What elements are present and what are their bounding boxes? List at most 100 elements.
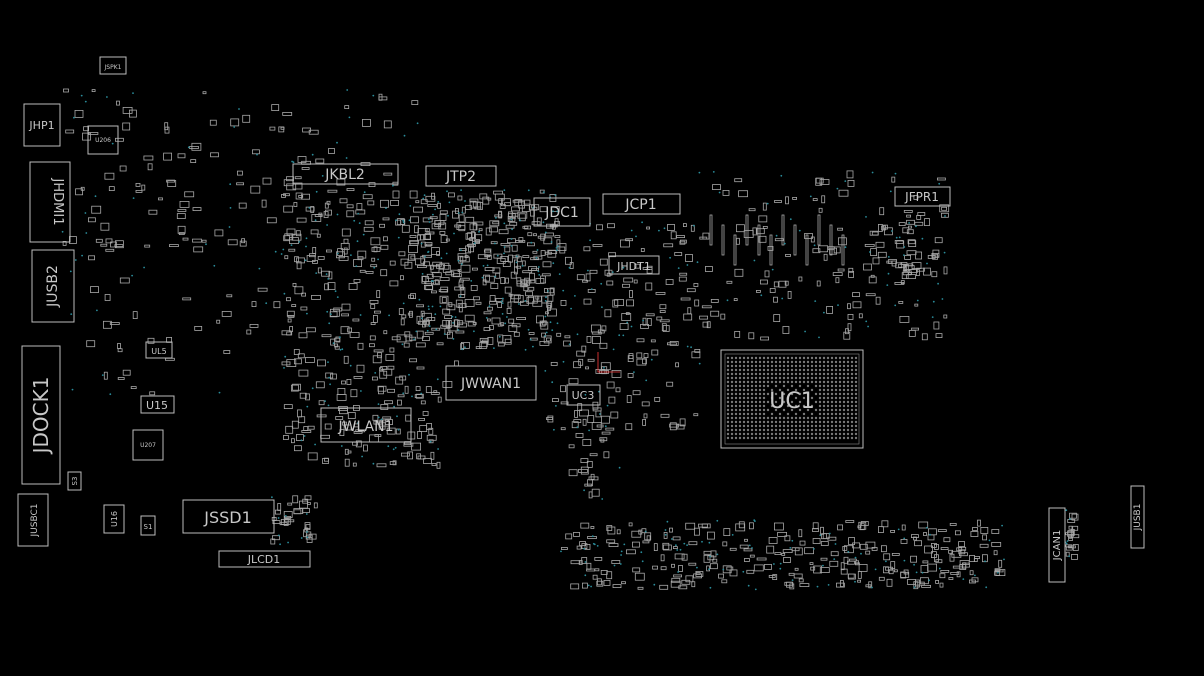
- smd-part: [871, 231, 879, 236]
- connector-jlcd1[interactable]: JLCD1: [218, 550, 311, 568]
- bga-ball: [758, 392, 762, 396]
- smd-part: [948, 577, 954, 580]
- smd-part: [184, 191, 195, 198]
- bga-ball: [754, 368, 758, 372]
- connector-jdc1[interactable]: JDC1: [533, 197, 591, 227]
- smd-part: [570, 583, 580, 590]
- chip-s1[interactable]: S1: [140, 515, 156, 536]
- smd-part: [295, 192, 303, 200]
- smd-part: [471, 267, 478, 271]
- connector-jtp2[interactable]: JTP2: [425, 165, 497, 187]
- chip-u206[interactable]: U206: [87, 125, 119, 155]
- via: [887, 256, 890, 258]
- connector-jdock1[interactable]: JDOCK1: [21, 345, 61, 485]
- via: [486, 264, 489, 267]
- via: [641, 560, 644, 563]
- smd-part: [610, 411, 619, 419]
- via: [373, 266, 376, 269]
- connector-jkbl2[interactable]: JKBL2: [292, 163, 399, 185]
- smd-part: [353, 375, 363, 379]
- smd-part: [660, 554, 665, 562]
- chip-u15[interactable]: U15: [140, 395, 175, 414]
- smd-part: [810, 566, 816, 571]
- smd-part: [595, 410, 602, 418]
- connector-jspk1[interactable]: JSPK1: [99, 56, 127, 75]
- bga-ball: [826, 408, 830, 412]
- smd-part: [663, 243, 674, 248]
- smd-part: [606, 525, 613, 531]
- bga-ball: [746, 400, 750, 404]
- smd-part: [490, 283, 499, 289]
- smd-part: [305, 393, 310, 401]
- smd-part: [192, 238, 202, 243]
- smd-part: [606, 381, 615, 389]
- smd-part: [789, 583, 795, 590]
- bga-ball: [730, 368, 734, 372]
- smd-part: [878, 526, 884, 533]
- smd-part: [103, 320, 112, 329]
- bga-ball: [810, 416, 814, 420]
- connector-jssd1[interactable]: JSSD1: [182, 499, 275, 534]
- smd-part: [932, 253, 938, 260]
- chip-s3[interactable]: S3: [67, 471, 82, 491]
- smd-part: [371, 376, 378, 381]
- via: [428, 221, 431, 223]
- smd-part: [516, 317, 526, 321]
- bga-ball: [830, 364, 834, 368]
- connector-jusbc1[interactable]: JUSBC1: [17, 493, 49, 547]
- bga-ball: [790, 416, 794, 420]
- smd-part: [439, 295, 449, 304]
- smd-part: [545, 311, 549, 315]
- bga-ball: [822, 428, 826, 432]
- via: [915, 225, 917, 228]
- chip-u207[interactable]: U207: [132, 429, 164, 461]
- bga-ball: [726, 380, 730, 384]
- bga-ball: [774, 408, 778, 412]
- chip-u16[interactable]: U16: [103, 504, 125, 534]
- smd-part: [638, 529, 643, 535]
- bga-ball: [834, 428, 838, 432]
- bga-ball: [822, 432, 826, 436]
- connector-jhp1[interactable]: JHP1: [23, 103, 61, 147]
- connector-jcp1[interactable]: JCP1: [602, 193, 681, 215]
- smd-part: [431, 463, 437, 466]
- via: [283, 292, 286, 295]
- smd-part: [117, 343, 121, 349]
- bga-ball: [734, 376, 738, 380]
- smd-part: [370, 237, 381, 246]
- bga-ball: [798, 428, 802, 432]
- connector-jwwan1[interactable]: JWWAN1: [445, 365, 537, 401]
- connector-jhdt1[interactable]: JHDT1: [608, 255, 660, 275]
- smd-part: [695, 572, 701, 575]
- bga-ball: [806, 360, 810, 364]
- chip-ul5[interactable]: UL5: [145, 341, 173, 359]
- connector-jfpr1[interactable]: JFPR1: [894, 186, 951, 207]
- smd-part: [722, 189, 730, 196]
- bga-ball: [726, 392, 730, 396]
- smd-part: [458, 225, 466, 232]
- via: [962, 578, 965, 580]
- connector-jcan1[interactable]: JCAN1: [1048, 507, 1066, 583]
- connector-jwlan1[interactable]: JWLAN1: [320, 407, 412, 443]
- smd-part: [908, 329, 916, 337]
- chip-uc3[interactable]: UC3: [566, 384, 601, 406]
- connector-jusb2[interactable]: JUSB2: [31, 249, 75, 323]
- connector-jhdmi1[interactable]: JHDMI1: [29, 161, 71, 243]
- smd-part: [308, 533, 317, 540]
- bga-ball: [826, 420, 830, 424]
- bga-ball: [782, 392, 786, 396]
- smd-part: [382, 217, 390, 221]
- cpu-package-uc1[interactable]: UC1: [720, 349, 864, 449]
- bga-ball: [782, 420, 786, 424]
- smd-part: [438, 289, 448, 293]
- smd-part: [190, 159, 197, 164]
- bga-ball: [818, 360, 822, 364]
- smd-part: [261, 199, 267, 208]
- smd-part: [756, 557, 767, 561]
- bga-ball: [818, 364, 822, 368]
- via: [380, 418, 383, 421]
- bga-ball: [730, 380, 734, 384]
- bga-ball: [758, 424, 762, 428]
- connector-jusb1[interactable]: JUSB1: [1130, 485, 1145, 549]
